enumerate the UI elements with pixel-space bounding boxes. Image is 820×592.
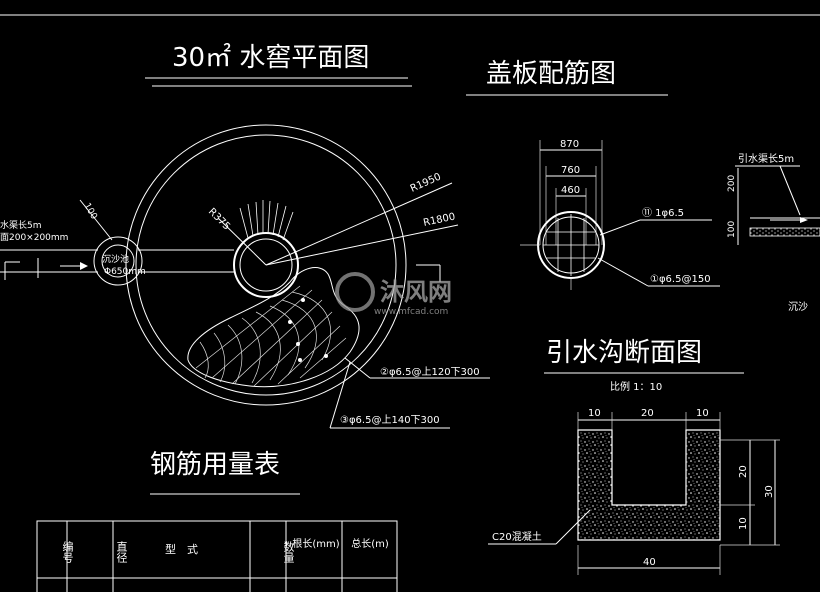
r1800-leader — [265, 224, 459, 266]
d100-label: 100 — [81, 202, 98, 222]
inlet-label: 引水渠长5m — [738, 153, 794, 165]
h200-label: 200 — [727, 175, 737, 192]
col-shape: 型 式 — [165, 543, 198, 556]
col-id: 编号 — [61, 541, 74, 563]
manhole-outer — [233, 232, 299, 298]
dim-right-20: 20 — [738, 465, 749, 478]
section-scale: 比例 1：10 — [610, 380, 662, 393]
table-title-group: 钢筋用量表 — [150, 450, 300, 495]
watermark-logo-icon — [335, 272, 375, 312]
plan-view: R1950 R1800 R375 — [0, 124, 490, 429]
plan-title-group: 30㎡ 水窖平面图 — [145, 43, 412, 87]
r375-label: R375 — [206, 206, 232, 232]
table-title: 钢筋用量表 — [150, 450, 280, 480]
section-title: 引水沟断面图 — [546, 338, 702, 368]
channel-section: 10 20 10 20 10 30 40 C20混凝土 — [488, 408, 780, 575]
dim-top-mid: 20 — [641, 408, 654, 419]
dim-total-30: 30 — [764, 485, 775, 498]
bar2-label: ①φ6.5@150 — [650, 274, 711, 285]
rebar-table — [36, 520, 398, 592]
concrete-label: C20混凝土 — [492, 530, 542, 543]
h100-label: 100 — [727, 221, 737, 238]
bar1-label: ⑪ 1φ6.5 — [642, 207, 684, 219]
d460-label: 460 — [561, 185, 580, 196]
cover-title-group: 盖板配筋图 — [466, 59, 668, 96]
d760-label: 760 — [561, 165, 580, 176]
manhole-inner — [239, 238, 293, 292]
section-title-group: 引水沟断面图 比例 1：10 — [544, 338, 744, 393]
col-qty: 数量 — [282, 541, 295, 563]
rebar-mesh-sector — [187, 267, 360, 388]
settle-tank-label: 沉沙池 — [102, 253, 129, 265]
dim-top-left: 10 — [588, 408, 601, 419]
settle-right-label: 沉沙 — [788, 300, 808, 313]
plan-title: 30㎡ 水窖平面图 — [172, 43, 369, 73]
settle-dia-label: Φ650mm — [104, 267, 146, 277]
cover-detail: 870 760 460 ⑪ 1φ6.5 ①φ6.5@150 — [520, 139, 720, 290]
rebar-table-header: 编号 直径 型 式 数量 根长(mm) 总长(m) — [37, 521, 397, 578]
inner-wall-circle — [135, 134, 397, 396]
manhole-rebar-sunburst — [239, 200, 294, 241]
outer-wall-circle — [125, 124, 407, 406]
dim-right-10: 10 — [738, 517, 749, 530]
watermark-brand: 沐风网 — [380, 278, 452, 306]
settling-tank-inner — [101, 244, 135, 278]
settling-tank-outer — [93, 236, 143, 286]
channel-label-2: 面200×200mm — [0, 232, 68, 243]
d870-label: 870 — [560, 139, 579, 150]
col-length: 根长(mm) — [292, 539, 340, 550]
rebar3-label: ③φ6.5@上140下300 — [340, 414, 440, 426]
r1950-leader — [265, 182, 453, 266]
channel-label-1: 水渠长5m — [0, 219, 42, 231]
cover-title: 盖板配筋图 — [486, 59, 616, 89]
rebar2-label: ②φ6.5@上120下300 — [380, 366, 480, 378]
inlet-channel — [0, 249, 234, 280]
dim-bottom-40: 40 — [643, 557, 656, 568]
col-diameter: 直径 — [115, 541, 128, 563]
inlet-detail: 引水渠长5m 200 100 沉沙 — [727, 153, 820, 313]
r375-leader — [217, 217, 267, 266]
watermark-url: www.mfcad.com — [374, 307, 448, 317]
dim-top-right: 10 — [696, 408, 709, 419]
watermark: 沐风网 www.mfcad.com — [335, 272, 452, 317]
r1950-label: R1950 — [409, 172, 443, 195]
col-total: 总长(m) — [351, 539, 389, 550]
